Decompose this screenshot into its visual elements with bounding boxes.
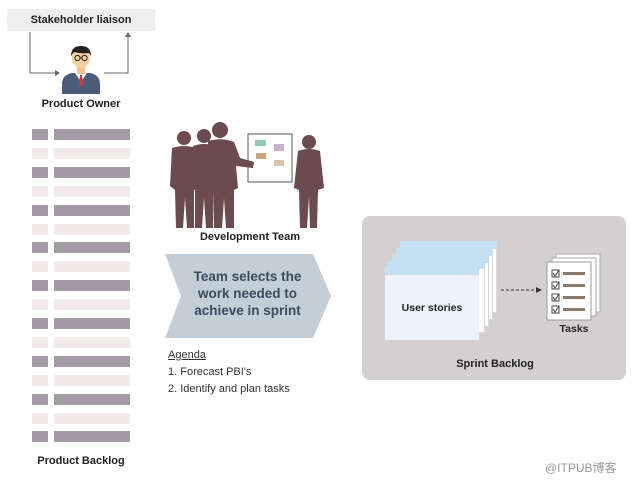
product-backlog-item (32, 299, 130, 310)
backlog-item-marker (32, 280, 48, 291)
backlog-item-bar (54, 413, 130, 424)
backlog-item-marker (32, 205, 48, 216)
backlog-item-marker (32, 431, 48, 442)
backlog-item-marker (32, 356, 48, 367)
backlog-item-bar (54, 318, 130, 329)
product-backlog-item (32, 205, 130, 216)
backlog-item-marker (32, 148, 48, 159)
backlog-item-bar (54, 375, 130, 386)
stakeholder-liaison-label: Stakeholder liaison (7, 9, 155, 31)
product-backlog-item (32, 394, 130, 405)
product-backlog-item (32, 224, 130, 235)
agenda-title: Agenda (168, 349, 206, 361)
product-backlog-label: Product Backlog (37, 455, 125, 467)
user-stories-card: User stories (385, 266, 479, 340)
development-team-illustration (170, 122, 324, 228)
backlog-item-marker (32, 167, 48, 178)
backlog-item-bar (54, 167, 130, 178)
product-backlog-item (32, 413, 130, 424)
product-backlog-item (32, 280, 130, 291)
backlog-item-marker (32, 394, 48, 405)
stakeholder-feedback-arrows (29, 32, 131, 76)
backlog-item-marker (32, 261, 48, 272)
product-backlog-item (32, 186, 130, 197)
backlog-item-marker (32, 413, 48, 424)
product-owner-label: Product Owner (41, 98, 121, 110)
backlog-item-marker (32, 375, 48, 386)
tasks-checklist-icon (546, 253, 601, 321)
backlog-item-bar (54, 242, 130, 253)
product-backlog-item (32, 431, 130, 442)
backlog-item-bar (54, 224, 130, 235)
agenda-item: 1. Forecast PBI's (168, 366, 252, 378)
backlog-item-bar (54, 431, 130, 442)
backlog-item-bar (54, 280, 130, 291)
backlog-item-bar (54, 337, 130, 348)
backlog-item-bar (54, 299, 130, 310)
backlog-item-bar (54, 356, 130, 367)
backlog-item-bar (54, 148, 130, 159)
backlog-item-marker (32, 318, 48, 329)
development-team-label: Development Team (199, 231, 301, 243)
backlog-item-bar (54, 261, 130, 272)
backlog-item-bar (54, 394, 130, 405)
backlog-item-marker (32, 186, 48, 197)
backlog-item-marker (32, 242, 48, 253)
watermark: @ITPUB博客 (545, 461, 617, 475)
backlog-item-marker (32, 224, 48, 235)
stories-to-tasks-arrow (501, 287, 542, 293)
product-owner-avatar-icon (62, 46, 100, 94)
agenda-item: 2. Identify and plan tasks (168, 383, 290, 395)
arrow-text-line: Team selects the (193, 269, 302, 284)
product-backlog-item (32, 375, 130, 386)
arrow-text-line: work needed to (197, 286, 297, 301)
product-backlog-item (32, 337, 130, 348)
product-backlog-item (32, 242, 130, 253)
task-board-icon (247, 133, 293, 183)
agenda: Agenda 1. Forecast PBI's 2. Identify and… (168, 347, 290, 398)
backlog-item-bar (54, 186, 130, 197)
arrow-text-line: achieve in sprint (194, 303, 301, 318)
backlog-item-bar (54, 129, 130, 140)
backlog-item-bar (54, 205, 130, 216)
product-backlog-item (32, 129, 130, 140)
backlog-item-marker (32, 299, 48, 310)
sprint-backlog-label: Sprint Backlog (456, 358, 534, 370)
team-selects-arrow (165, 254, 331, 338)
backlog-item-marker (32, 337, 48, 348)
product-backlog-item (32, 167, 130, 178)
backlog-item-marker (32, 129, 48, 140)
product-backlog-item (32, 356, 130, 367)
tasks-label: Tasks (559, 323, 589, 335)
team-selects-text: Team selects the work needed to achieve … (175, 268, 320, 319)
product-backlog-item (32, 261, 130, 272)
product-backlog-item (32, 148, 130, 159)
product-backlog-item (32, 318, 130, 329)
